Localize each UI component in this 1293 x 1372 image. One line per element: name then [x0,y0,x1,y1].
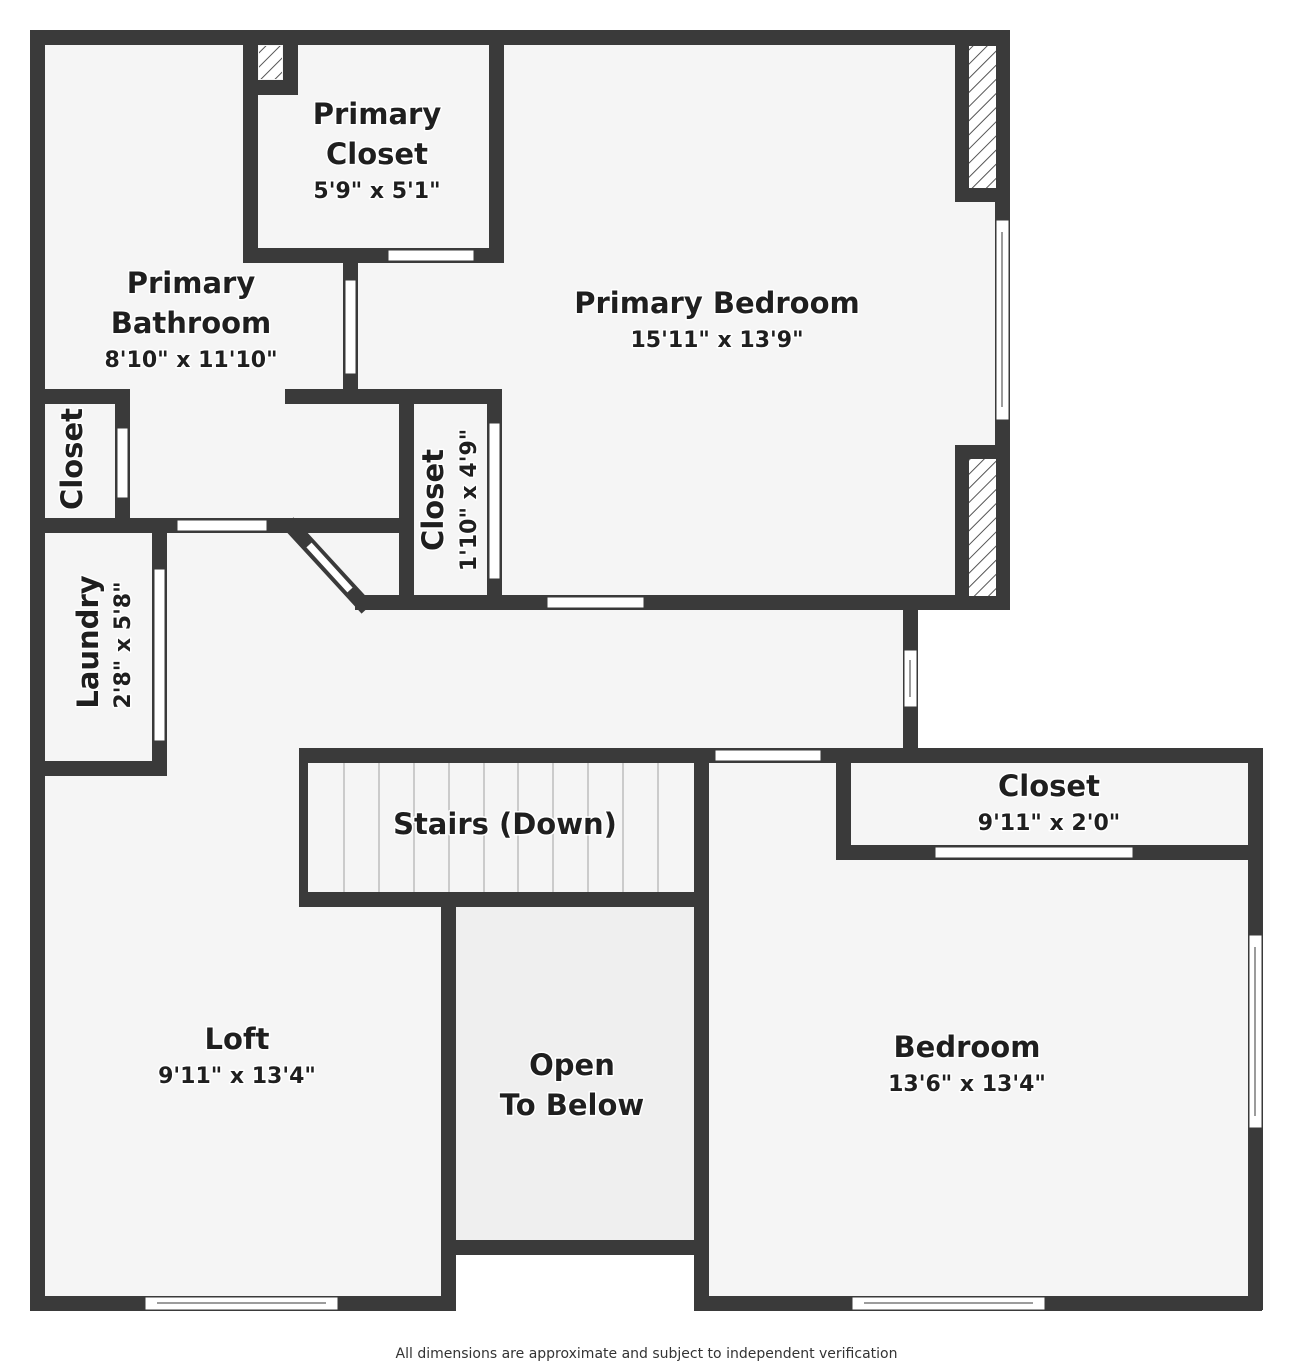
upper-floor [30,30,1262,1310]
wall-stairs-left [299,748,308,906]
door-bedroom-closet [934,846,1134,859]
door-diagonal [306,542,353,593]
small-closet-name: Closet [416,449,450,551]
primary-closet-name-2: Closet [326,137,428,171]
stairs-name: Stairs (Down) [393,807,617,841]
door-bath-bedroom [344,279,357,375]
wall-bedroom-bottom-upper [355,595,1008,610]
primary-closet-name-1: Primary [313,97,442,131]
primary-bedroom-dims: 15'11" x 13'9" [630,328,803,353]
wall-bc-left [836,748,851,860]
door-bath-hall [176,519,268,532]
wall-left [30,30,45,1310]
laundry-dims: 2'8" x 5'8" [111,581,136,708]
floor-areas [30,30,1262,1310]
small-closet-dims: 1'10" x 4'9" [457,429,482,571]
wall-stairs-top [299,748,709,763]
primary-bedroom-name: Primary Bedroom [574,286,859,320]
door-laundry [153,568,166,742]
laundry-name: Laundry [71,575,105,708]
wall-pc-right [489,30,504,262]
windows [144,219,1263,1311]
disclaimer-footer: All dimensions are approximate and subje… [395,1346,898,1362]
wall-pc-niche-side [283,30,298,95]
bedroom-closet-dims: 9'11" x 2'0" [978,811,1120,836]
wall-stairs-bottom [299,892,709,907]
columns [259,46,996,596]
walls [30,30,1263,1311]
openings [116,249,1134,859]
column-hatch-closet [259,46,282,79]
wall-bedroom-bottom [694,748,709,1310]
wall-open-left [441,892,456,1310]
wall-top [30,30,1008,45]
open-to-below-area [456,906,694,1241]
column-hatch-bottom [969,459,996,596]
open-to-below-name-2: To Below [500,1088,644,1122]
stair-treads [343,763,659,892]
wall-laundry-bottom [30,761,167,776]
primary-closet-dims: 5'9" x 5'1" [313,179,440,204]
door-pc [387,249,475,262]
primary-bathroom-dims: 8'10" x 11'10" [104,348,277,373]
column-hatch-top [969,46,996,188]
open-to-below-name-1: Open [529,1048,615,1082]
wall-open-bottom [441,1240,709,1255]
door-small-closet [488,422,501,580]
bedroom-name: Bedroom [894,1030,1041,1064]
loft-dims: 9'11" x 13'4" [158,1064,316,1089]
bedroom-closet-name: Closet [998,769,1100,803]
door-bath-closet [116,427,129,499]
primary-bathroom-name-1: Primary [127,266,256,300]
wall-bath-mid [285,389,501,404]
door-bedroom-hall [546,596,645,609]
bedroom-dims: 13'6" x 13'4" [888,1072,1046,1097]
wall-bath-closet-top [30,389,130,404]
room-labels: Primary Closet 5'9" x 5'1" Primary Bathr… [54,96,1122,1124]
wall-pc-left [243,30,258,262]
wall-small-closet-left [399,389,414,609]
loft-name: Loft [205,1022,270,1056]
primary-bathroom-name-2: Bathroom [111,306,272,340]
bath-closet-name: Closet [55,408,89,510]
door-bedroom [714,749,822,762]
